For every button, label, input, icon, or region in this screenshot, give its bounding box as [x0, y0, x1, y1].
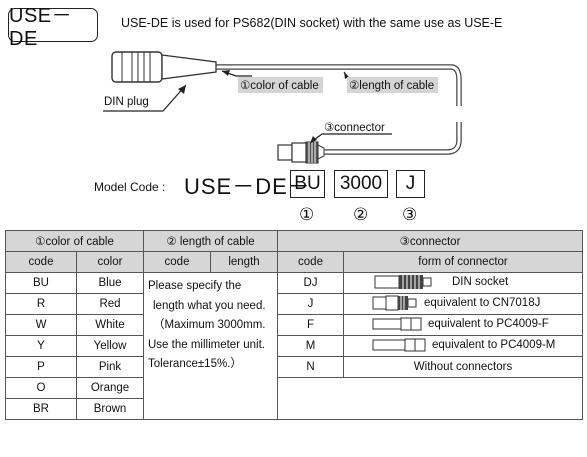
- spec-table: ①color of cable ② length of cable ③conne…: [5, 230, 584, 420]
- color-code: O: [5, 377, 77, 399]
- color-code: W: [5, 314, 77, 336]
- connector-code: F: [277, 314, 344, 336]
- connector-form: DIN socket: [342, 272, 584, 294]
- connector-group-header: ③connector: [276, 230, 584, 252]
- color-name: Pink: [76, 356, 144, 378]
- length-line: Use the millimeter unit.: [148, 338, 265, 351]
- color-code: P: [5, 356, 77, 378]
- column-header: length: [210, 251, 278, 273]
- length-line: Please specify the: [148, 280, 242, 292]
- length-group-header: ② length of cable: [143, 230, 278, 252]
- color-code: BR: [5, 398, 77, 420]
- pc4009f-connector-icon: [372, 317, 422, 330]
- color-group-header: ①color of cable: [5, 230, 144, 252]
- table-row: O Orange: [5, 377, 584, 420]
- connector-form: equivalent to PC4009-F: [342, 314, 584, 336]
- length-line: length what you need.: [153, 299, 266, 312]
- din-socket-icon: [374, 274, 432, 289]
- j-connector-icon: [277, 141, 325, 164]
- connector-code: J: [277, 293, 344, 315]
- connector-form: equivalent to CN7018J: [342, 293, 584, 315]
- column-header: code: [5, 251, 77, 273]
- connector-form-text: equivalent to PC4009-M: [432, 338, 556, 351]
- color-name: Orange: [76, 377, 144, 399]
- model-title-box: USE－DE: [8, 5, 98, 50]
- color-of-cable-label: ①color of cable: [238, 77, 323, 93]
- color-name: Brown: [76, 398, 144, 420]
- pc4009m-connector-icon: [372, 338, 426, 351]
- table-row: P Pink N Without connectors: [5, 356, 584, 378]
- color-name: White: [76, 314, 144, 336]
- length-line: （Maximum 3000mm.: [153, 319, 266, 331]
- table-row: BU Blue Please specify the length what y…: [5, 272, 584, 420]
- color-name: Blue: [76, 272, 144, 294]
- length-of-cable-label: ②length of cable: [347, 77, 439, 93]
- column-header: form of connector: [342, 251, 584, 273]
- color-code: R: [5, 293, 77, 315]
- table-row: W White F equivalent to PC4009-F: [5, 314, 584, 336]
- table-row: R Red J equivalent to CN7018J: [5, 293, 584, 315]
- connector-form-text: equivalent to PC4009-F: [428, 317, 549, 330]
- column-header: color: [76, 251, 144, 273]
- description-text: USE-DE is used for PS682(DIN socket) wit…: [121, 16, 503, 30]
- din-plug-label: DIN plug: [104, 96, 149, 108]
- circled-number-3: ③: [402, 205, 418, 224]
- length-specification: Please specify the length what you need.…: [143, 272, 278, 420]
- model-title: USE－DE: [9, 5, 73, 50]
- column-header: code: [277, 251, 344, 273]
- empty-connector-cell: [276, 377, 584, 420]
- color-name: Red: [76, 293, 144, 315]
- connector-label: ③connector: [324, 122, 385, 134]
- color-code: BU: [5, 272, 77, 294]
- connector-form-text: Without connectors: [342, 356, 584, 378]
- connector-form: equivalent to PC4009-M: [342, 335, 584, 357]
- length-line: Tolerance±15%.）: [148, 358, 242, 370]
- model-code-prefix: USE－DE－: [184, 174, 311, 199]
- length-code-box: 3000: [334, 170, 388, 198]
- model-code-label: Model Code :: [94, 180, 166, 194]
- connector-code: M: [277, 335, 344, 357]
- circled-number-2: ②: [353, 205, 369, 224]
- din-plug-icon: [111, 51, 217, 83]
- circled-number-1: ①: [299, 205, 315, 224]
- table-row: BR Brown: [5, 398, 583, 420]
- column-header: code: [143, 251, 211, 273]
- connector-form-text: equivalent to CN7018J: [424, 296, 541, 309]
- color-name: Yellow: [76, 335, 144, 357]
- color-code: Y: [5, 335, 77, 357]
- connector-form-text: DIN socket: [452, 275, 509, 288]
- connector-code-box: J: [396, 170, 425, 198]
- connector-code: DJ: [277, 272, 344, 294]
- cn7018j-connector-icon: [372, 295, 417, 310]
- table-row: Y Yellow M equivalent to PC4009-M: [5, 335, 584, 357]
- cable-diagram: [103, 51, 462, 164]
- color-code-box: BU: [290, 170, 325, 198]
- connector-code: N: [277, 356, 344, 378]
